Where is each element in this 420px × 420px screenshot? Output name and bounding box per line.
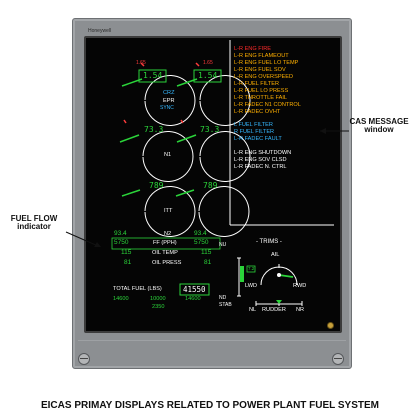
oil-press-label: OIL PRESS xyxy=(152,260,182,266)
itt-right-value: 789 xyxy=(203,181,218,190)
trim-rwd-label: RWD xyxy=(293,283,307,289)
fuel-center-tank: 10000 xyxy=(150,296,166,302)
trim-stab-label: STAB xyxy=(219,302,232,308)
n2-left: 93.4 xyxy=(114,230,127,237)
epr-sync: SYNC xyxy=(160,105,174,111)
eicas-screen xyxy=(84,36,342,333)
epr-left-limit: 1.65 xyxy=(136,60,146,66)
figure-caption: EICAS PRIMAY DISPLAYS RELATED TO POWER P… xyxy=(40,400,379,411)
epr-left-value: 1.54 xyxy=(143,71,163,80)
itt-gauge-left xyxy=(121,186,196,237)
cas-message: L-R ENG FUEL LO TEMP xyxy=(234,60,299,66)
itt-left-value: 789 xyxy=(149,181,164,190)
cas-message: L-R ENG OVERSPEED xyxy=(234,74,294,80)
cas-message: L-R THROTTLE FAIL xyxy=(234,95,288,101)
cas-message: L FUEL FILTER xyxy=(234,122,273,128)
ff-right: 5750 xyxy=(194,239,209,246)
total-fuel-value: 41550 xyxy=(183,285,206,294)
cas-message: L-R FADEC N1 CONTROL xyxy=(234,102,301,108)
cas-message: L-R ENG FLAMEOUT xyxy=(234,53,289,59)
fuel-right-tank: 14600 xyxy=(185,296,201,302)
ff-left: 5750 xyxy=(114,239,129,246)
cas-message: L-R FADEC OVHT xyxy=(234,109,281,115)
epr-gauge-right xyxy=(176,62,251,126)
trim-ail-label: AIL xyxy=(271,252,280,258)
oil-temp-right: 115 xyxy=(201,249,212,256)
n2-label: N2 xyxy=(164,231,172,237)
fuel-flow-callout-label: FUEL FLOW indicator xyxy=(4,214,64,232)
fuel-left-tank: 14600 xyxy=(113,296,129,302)
trim-nr-label: NR xyxy=(296,307,305,313)
cas-callout-text: CAS MESSAGE window xyxy=(349,117,409,135)
cas-message: L-R ENG FUEL SOV xyxy=(234,67,286,73)
trims-title: - TRIMS - xyxy=(256,239,282,245)
cas-message: R FUEL FILTER xyxy=(234,129,275,135)
oil-temp-label: OIL TEMP xyxy=(152,250,178,256)
total-fuel-box xyxy=(179,283,210,296)
oil-press-left: 81 xyxy=(124,259,132,266)
fuel-flow-callout-arrow xyxy=(65,231,101,247)
cas-callout-label: CAS MESSAGE window xyxy=(338,117,420,135)
fuel-flow-callout-text: FUEL FLOW indicator xyxy=(10,214,58,232)
rudder-trim-scale xyxy=(255,300,303,306)
bezel-bottom-rail xyxy=(78,340,346,365)
oil-press-right: 81 xyxy=(204,259,212,266)
cas-message: L-R FUEL FILTER xyxy=(234,81,280,87)
fuel-flow-highlight-box xyxy=(111,237,221,250)
epr-right-limit: 1.65 xyxy=(203,60,213,66)
epr-mode: CRZ xyxy=(163,90,175,96)
oil-temp-left: 115 xyxy=(121,249,132,256)
itt-label: ITT xyxy=(164,208,173,214)
cas-message: L-R ENG SOV CLSD xyxy=(234,157,287,163)
trim-lwd-label: LWD xyxy=(245,283,258,289)
stab-trim-scale xyxy=(237,257,256,297)
trim-nd-label: ND xyxy=(219,295,227,301)
n1-right-value: 73.3 xyxy=(200,125,220,134)
fuel-center-sub: 2350 xyxy=(152,304,165,310)
cas-message: L-R ENG SHUTDOWN xyxy=(234,150,292,156)
ff-label: FF (PPH) xyxy=(153,240,177,246)
trim-rudder-label: RUDDER xyxy=(262,307,286,313)
itt-gauge-right xyxy=(175,186,250,237)
n1-left-value: 73.3 xyxy=(144,125,164,134)
epr-right-value: 1.54 xyxy=(198,71,218,80)
screw-icon xyxy=(332,353,344,365)
stab-trim-value: 7.2 xyxy=(248,266,255,271)
epr-gauge-left xyxy=(121,62,196,126)
n2-right: 93.4 xyxy=(194,230,207,237)
total-fuel-label: TOTAL FUEL (LBS) xyxy=(113,286,162,292)
cas-message: L-R ENG FIRE xyxy=(234,46,271,52)
n1-label: N1 xyxy=(164,152,172,158)
epr-label: EPR xyxy=(163,98,175,104)
n1-gauge-right xyxy=(176,119,251,182)
light-sensor-icon xyxy=(327,322,334,329)
cas-message: L-R FADEC FAULT xyxy=(234,136,282,142)
trim-nu-label: NU xyxy=(219,242,227,248)
cas-message: L-R FADEC N. CTRL xyxy=(234,164,287,170)
brand-label: Honeywell xyxy=(88,28,112,34)
trim-nl-label: NL xyxy=(249,307,257,313)
aileron-trim-dial xyxy=(260,264,298,286)
screw-icon xyxy=(78,353,90,365)
cas-callout-arrow xyxy=(320,128,349,134)
n1-gauge-left xyxy=(119,119,194,182)
cas-message: L-R FUEL LO PRESS xyxy=(234,88,289,94)
